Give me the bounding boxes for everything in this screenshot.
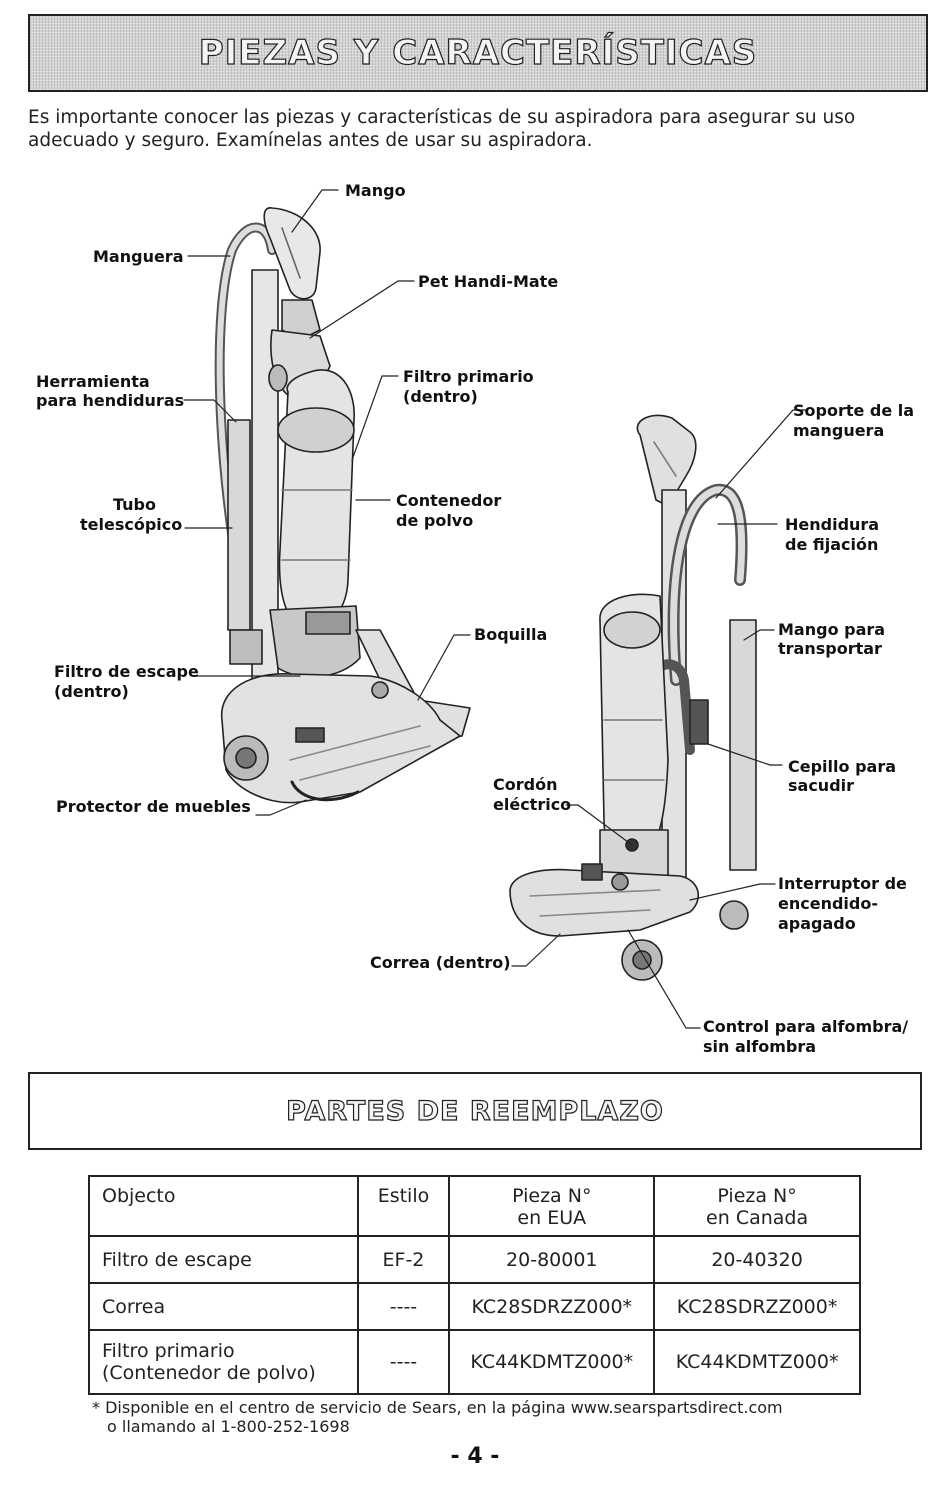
label-control-2: sin alfombra: [703, 1037, 816, 1056]
header-objeto-text: Objecto: [102, 1185, 176, 1207]
footnote: * Disponible en el centro de servicio de…: [92, 1398, 912, 1436]
header-pieza-canada: Pieza N° en Canada: [653, 1175, 861, 1237]
label-pet-handi-mate: Pet Handi-Mate: [418, 272, 558, 291]
label-filtro-primario-1: Filtro primario: [403, 367, 534, 386]
label-soporte-2: manguera: [793, 421, 884, 440]
label-interruptor-2: encendido-: [778, 894, 878, 913]
label-protector: Protector de muebles: [56, 797, 251, 816]
replacement-parts-table: Objecto Estilo Pieza N° en EUA Pieza N° …: [88, 1175, 861, 1395]
label-hendidura-2: de fijación: [785, 535, 878, 554]
header-pieza-eua: Pieza N° en EUA: [448, 1175, 656, 1237]
section-title-reemplazo: PARTES DE REEMPLAZO: [286, 1095, 664, 1127]
label-tubo-2: telescópico: [80, 515, 182, 534]
label-herramienta-2: para hendiduras: [36, 391, 184, 410]
label-hendidura-1: Hendidura: [785, 515, 879, 534]
label-cordon-2: eléctrico: [493, 795, 571, 814]
section-title: PIEZAS Y CARACTERÍSTICAS: [198, 32, 758, 73]
label-contenedor-2: de polvo: [396, 511, 473, 530]
header-pieza-eua-line2: en EUA: [517, 1207, 587, 1229]
header-pieza-canada-line2: en Canada: [706, 1207, 809, 1229]
cell-objeto: Filtro de escape: [88, 1235, 359, 1284]
label-mango-transportar-1: Mango para: [778, 620, 885, 639]
label-filtro-escape-1: Filtro de escape: [54, 662, 199, 681]
section-banner-piezas: PIEZAS Y CARACTERÍSTICAS: [28, 14, 928, 92]
table-row: Filtro de escape EF-2 20-80001 20-40320: [88, 1235, 861, 1284]
label-manguera: Manguera: [93, 247, 184, 266]
cell-objeto-line1: Filtro primario: [102, 1340, 235, 1362]
cell-pieza-eua: 20-80001: [448, 1235, 656, 1284]
table-header-row: Objecto Estilo Pieza N° en EUA Pieza N° …: [88, 1175, 861, 1237]
footnote-line2: o llamando al 1-800-252-1698: [107, 1417, 350, 1436]
table-row: Filtro primario (Contenedor de polvo) --…: [88, 1329, 861, 1395]
cell-pieza-eua: KC44KDMTZ000*: [448, 1329, 656, 1395]
header-estilo-text: Estilo: [377, 1185, 430, 1207]
cell-estilo: ----: [356, 1282, 451, 1331]
cell-pieza-canada: KC28SDRZZ000*: [653, 1282, 861, 1331]
cell-estilo: EF-2: [356, 1235, 451, 1284]
page-number: - 4 -: [450, 1444, 500, 1469]
callout-lines: [183, 189, 809, 1029]
intro-paragraph: Es importante conocer las piezas y carac…: [28, 107, 856, 151]
front-vacuum-illustration: [214, 207, 471, 804]
cell-objeto: Filtro primario (Contenedor de polvo): [88, 1329, 359, 1395]
cell-pieza-eua: KC28SDRZZ000*: [448, 1282, 656, 1331]
label-interruptor-3: apagado: [778, 914, 856, 933]
label-mango: Mango: [345, 181, 406, 200]
header-pieza-eua-line1: Pieza N°: [512, 1185, 592, 1207]
diagram-labels: Mango Manguera Pet Handi-Mate Herramient…: [36, 181, 914, 1056]
section-banner-reemplazo: PARTES DE REEMPLAZO: [28, 1072, 922, 1150]
header-estilo: Estilo: [356, 1175, 451, 1237]
label-mango-transportar-2: transportar: [778, 639, 882, 658]
header-pieza-canada-line1: Pieza N°: [717, 1185, 797, 1207]
label-filtro-escape-2: (dentro): [54, 682, 129, 701]
rear-vacuum-illustration: [509, 414, 757, 981]
parts-diagram: Mango Manguera Pet Handi-Mate Herramient…: [36, 181, 914, 1056]
label-tubo-1: Tubo: [113, 495, 156, 514]
cell-objeto-line2: (Contenedor de polvo): [102, 1362, 316, 1384]
label-control-1: Control para alfombra/: [703, 1017, 908, 1036]
cell-objeto: Correa: [88, 1282, 359, 1331]
label-filtro-primario-2: (dentro): [403, 387, 478, 406]
label-herramienta-1: Herramienta: [36, 372, 150, 391]
header-objeto: Objecto: [88, 1175, 359, 1237]
cell-pieza-canada: 20-40320: [653, 1235, 861, 1284]
label-correa: Correa (dentro): [370, 953, 511, 972]
label-boquilla: Boquilla: [474, 625, 547, 644]
footnote-line1: * Disponible en el centro de servicio de…: [92, 1398, 783, 1417]
label-interruptor-1: Interruptor de: [778, 874, 907, 893]
label-cepillo-2: sacudir: [788, 776, 854, 795]
label-soporte-1: Soporte de la: [793, 401, 914, 420]
label-cepillo-1: Cepillo para: [788, 757, 896, 776]
table-row: Correa ---- KC28SDRZZ000* KC28SDRZZ000*: [88, 1282, 861, 1331]
label-contenedor-1: Contenedor: [396, 491, 501, 510]
cell-pieza-canada: KC44KDMTZ000*: [653, 1329, 861, 1395]
cell-estilo: ----: [356, 1329, 451, 1395]
label-cordon-1: Cordón: [493, 775, 557, 794]
